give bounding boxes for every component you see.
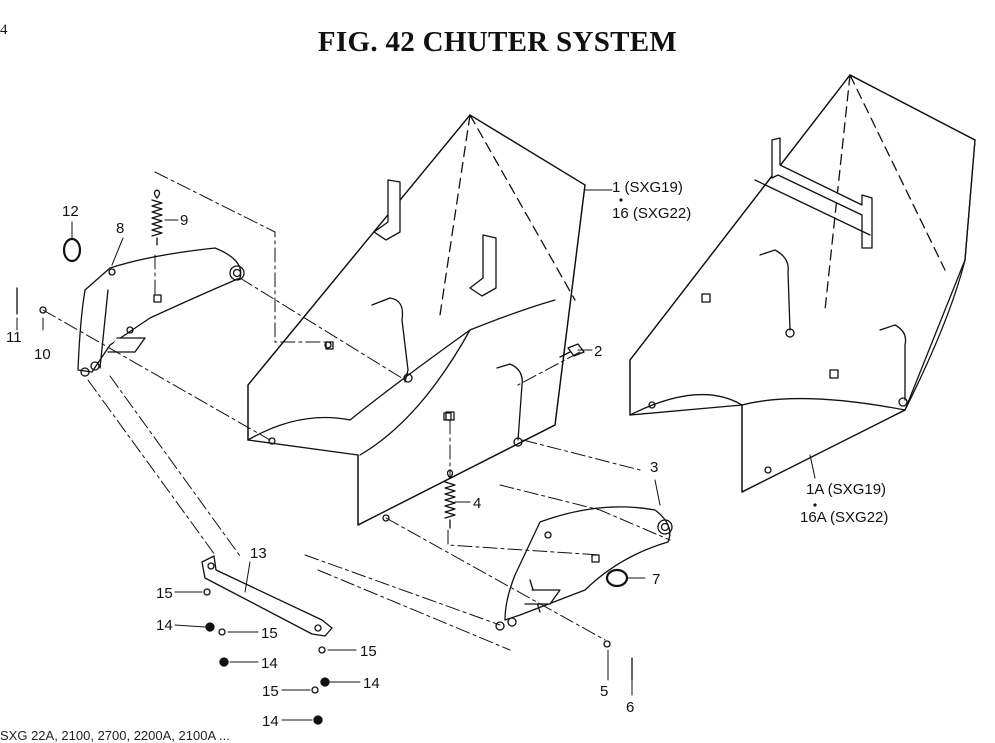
callout-14: 14 — [262, 713, 279, 730]
callout-10: 10 — [34, 346, 51, 363]
callout-16a: 16A (SXG22) — [800, 509, 888, 526]
callout-separator-dot — [619, 198, 623, 202]
lever-arm-left — [77, 247, 245, 377]
callout-7: 7 — [652, 571, 660, 588]
callout-1: 1 (SXG19) — [612, 179, 683, 196]
leader-lines — [16, 189, 816, 721]
callout-11: 11 — [6, 329, 22, 346]
callout-1a: 1A (SXG19) — [806, 481, 886, 498]
o-ring-7 — [605, 568, 629, 588]
spring-9 — [151, 189, 163, 246]
callout-8: 8 — [116, 220, 124, 237]
callout-2: 2 — [594, 343, 602, 360]
callout-16: 16 (SXG22) — [612, 205, 691, 222]
o-ring-12 — [62, 237, 82, 263]
callout-15: 15 — [261, 625, 278, 642]
callout-5: 5 — [600, 683, 608, 700]
callout-15: 15 — [360, 643, 377, 660]
callout-14: 14 — [261, 655, 278, 672]
callout-6: 6 — [626, 699, 634, 716]
washers-and-nuts — [16, 287, 633, 725]
figure-title: FIG. 42 CHUTER SYSTEM — [317, 26, 678, 58]
callout-3: 3 — [650, 459, 658, 476]
chute-body-right — [629, 74, 976, 493]
callout-14: 14 — [156, 617, 173, 634]
callout-9: 9 — [180, 212, 188, 229]
bolt-2 — [559, 343, 585, 358]
callout-4: 4 — [473, 495, 481, 512]
page-number: 4 — [0, 22, 8, 38]
callout-15: 15 — [156, 585, 173, 602]
callout-13: 13 — [250, 545, 267, 562]
chute-body-left — [247, 114, 586, 526]
callout-separator-dot — [813, 503, 817, 507]
callout-12: 12 — [62, 203, 79, 220]
callout-14: 14 — [363, 675, 380, 692]
lever-arm-right — [495, 506, 673, 631]
assembly-lines — [42, 171, 671, 651]
link-bar — [201, 555, 333, 637]
callout-15: 15 — [262, 683, 279, 700]
